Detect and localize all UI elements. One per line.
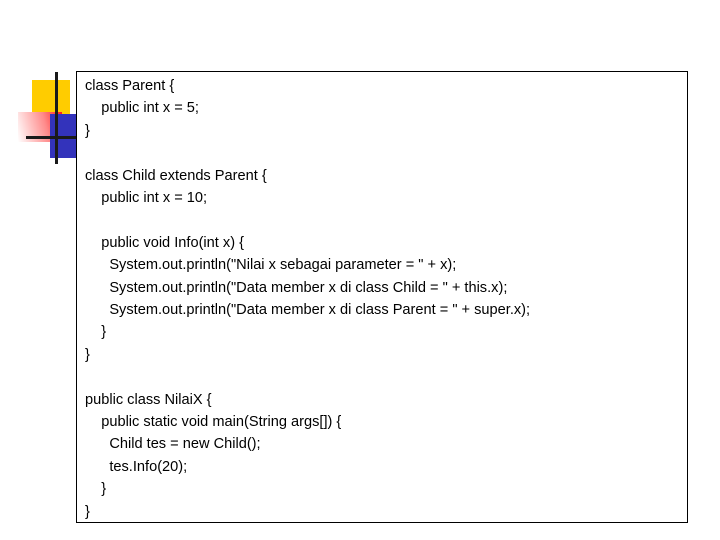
code-line: System.out.println("Nilai x sebagai para… [85, 257, 457, 274]
code-listing-lines: class Parent { public int x = 5;} class C… [85, 75, 683, 523]
code-line: } [85, 346, 90, 363]
horizontal-rule-icon [26, 136, 80, 139]
code-line: Child tes = new Child(); [85, 436, 261, 453]
code-line [85, 366, 683, 388]
code-listing-box: class Parent { public int x = 5;} class C… [76, 71, 688, 523]
code-line: public static void main(String args[]) { [85, 414, 342, 431]
code-line: } [85, 481, 107, 498]
code-line: class Parent { [85, 78, 175, 94]
vertical-rule-icon [55, 72, 58, 164]
code-line: tes.Info(20); [85, 458, 188, 475]
code-line: public int x = 5; [85, 100, 199, 117]
yellow-square-icon [32, 80, 70, 118]
code-line: public class NilaiX { [85, 391, 212, 408]
code-line: } [85, 503, 90, 520]
code-line: System.out.println("Data member x di cla… [85, 279, 508, 296]
code-line [85, 209, 683, 231]
code-line: public void Info(int x) { [85, 234, 244, 251]
code-line [85, 142, 683, 164]
corner-decoration [18, 72, 80, 164]
code-line: } [85, 324, 107, 341]
code-line: public int x = 10; [85, 190, 208, 207]
code-line: } [85, 122, 90, 139]
code-line: class Child extends Parent { [85, 167, 267, 184]
code-line: System.out.println("Data member x di cla… [85, 302, 531, 319]
